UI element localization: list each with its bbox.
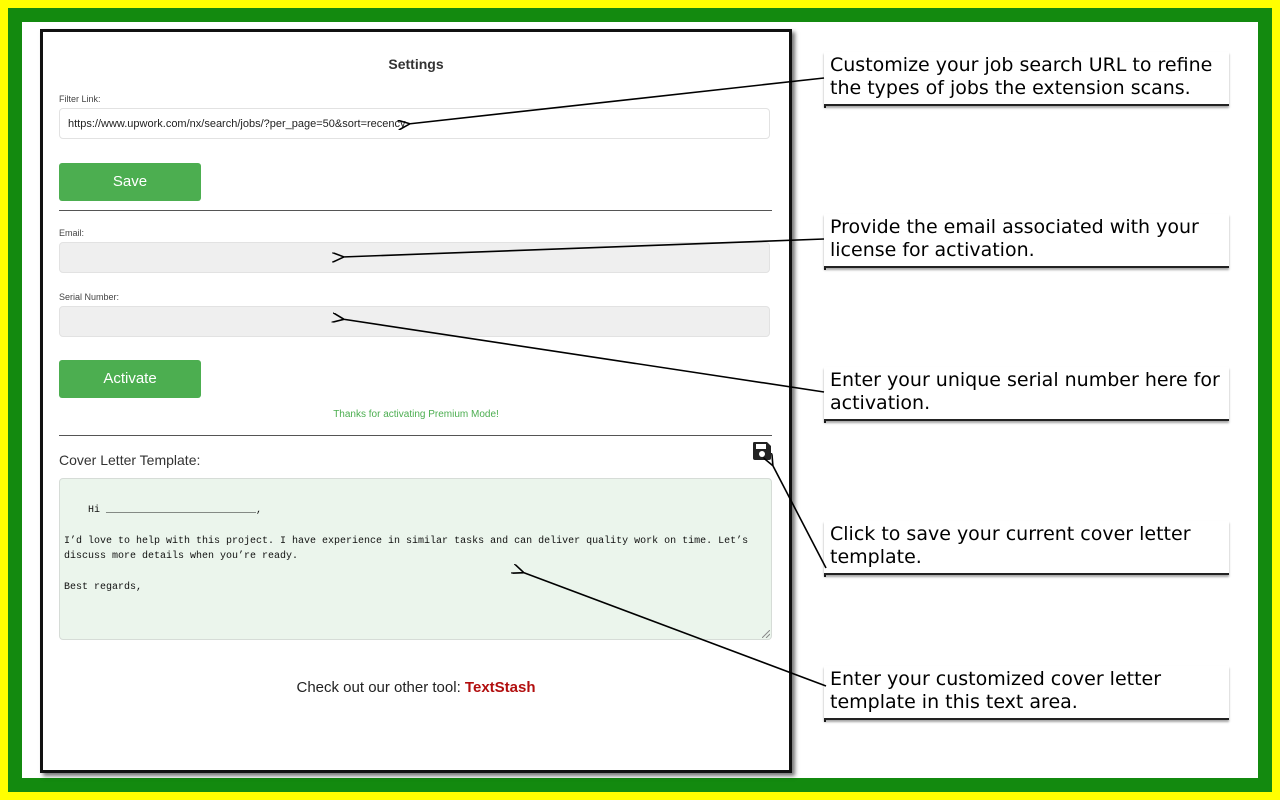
filter-link-label: Filter Link: bbox=[59, 94, 101, 104]
annotation-save-icon: Click to save your current cover letter … bbox=[824, 521, 1229, 575]
footer-text: Check out our other tool: bbox=[296, 679, 465, 696]
arrow-cover-letter bbox=[522, 572, 827, 687]
arrow-email bbox=[342, 238, 825, 257]
textstash-link[interactable]: TextStash bbox=[464, 679, 536, 696]
cover-letter-label: Cover Letter Template: bbox=[59, 452, 201, 468]
page-title: Settings bbox=[388, 56, 444, 72]
arrow-save-icon bbox=[772, 464, 827, 569]
divider bbox=[59, 210, 772, 211]
arrow-filter-link bbox=[408, 77, 825, 124]
arrow-serial bbox=[342, 319, 825, 393]
annotation-serial: Enter your unique serial number here for… bbox=[824, 367, 1229, 421]
save-button[interactable]: Save bbox=[59, 163, 201, 201]
serial-number-label: Serial Number: bbox=[59, 292, 120, 302]
email-label: Email: bbox=[59, 228, 85, 238]
annotation-cover-letter: Enter your customized cover letter templ… bbox=[824, 666, 1229, 720]
cover-letter-textarea[interactable]: Hi _________________________, I’d love t… bbox=[59, 478, 772, 640]
resize-handle-icon[interactable] bbox=[762, 630, 770, 638]
footer: Check out our other tool: TextStash bbox=[43, 679, 789, 696]
email-field[interactable] bbox=[59, 242, 770, 273]
serial-number-field[interactable] bbox=[59, 306, 770, 337]
annotation-filter-link: Customize your job search URL to refine … bbox=[824, 52, 1229, 106]
activation-success-message: Thanks for activating Premium Mode! bbox=[333, 409, 499, 420]
cover-letter-text: Hi _________________________, I’d love t… bbox=[64, 504, 749, 594]
activate-button[interactable]: Activate bbox=[59, 360, 201, 398]
annotation-email: Provide the email associated with your l… bbox=[824, 214, 1229, 268]
divider bbox=[59, 435, 772, 436]
